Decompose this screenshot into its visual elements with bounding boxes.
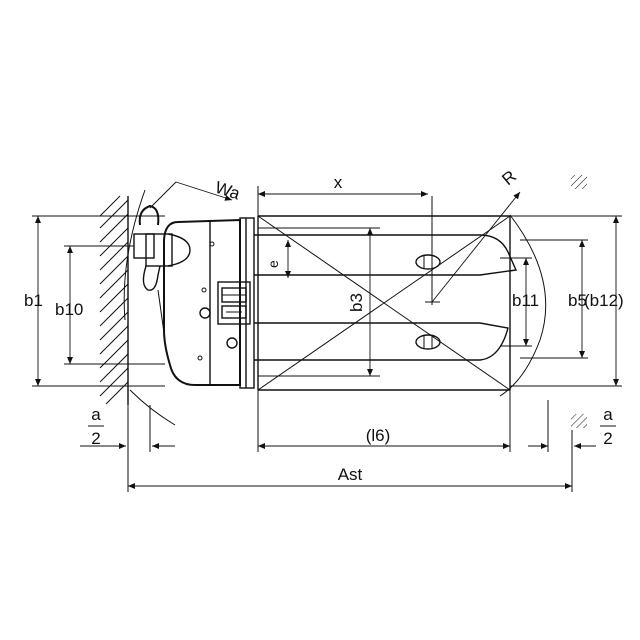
turning-arcs bbox=[123, 189, 547, 426]
label-b5: b5 bbox=[568, 291, 587, 310]
wall bbox=[99, 195, 129, 405]
label-wa: Wa bbox=[213, 178, 243, 204]
label-x: x bbox=[334, 173, 343, 192]
label-b12: (b12) bbox=[584, 291, 624, 310]
label-e: e bbox=[265, 260, 281, 268]
load-outline bbox=[257, 215, 511, 391]
label-ast: Ast bbox=[338, 465, 363, 484]
dimension-lines bbox=[32, 181, 622, 492]
hatch-legend-bottom bbox=[571, 414, 587, 428]
label-a-denominator-right: 2 bbox=[603, 429, 612, 448]
label-a-denominator-left: 2 bbox=[91, 429, 100, 448]
truck-body bbox=[133, 204, 255, 389]
label-l6: (l6) bbox=[366, 426, 391, 445]
label-b1: b1 bbox=[24, 291, 43, 310]
label-b3: b3 bbox=[347, 293, 366, 312]
label-r: R bbox=[498, 167, 520, 189]
label-b10: b10 bbox=[55, 300, 83, 319]
label-a-numerator-left: a bbox=[91, 405, 101, 424]
forks bbox=[254, 196, 518, 361]
label-a-numerator-right: a bbox=[603, 405, 613, 424]
hatch-legend-top bbox=[571, 175, 587, 189]
label-b11: b11 bbox=[512, 291, 539, 310]
